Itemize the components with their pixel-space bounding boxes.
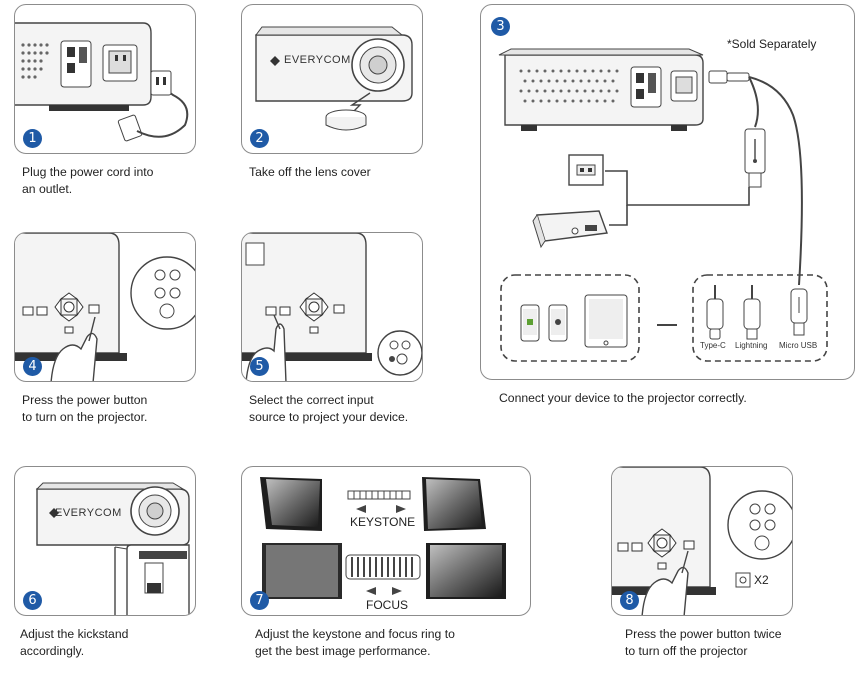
brand-logo-text: EVERYCOM (284, 54, 351, 66)
step-number-badge: 6 (23, 591, 42, 610)
connection-illustration (498, 48, 828, 362)
cable-label-lightning: Lightning (735, 341, 768, 350)
keystone-label: KEYSTONE (350, 515, 416, 529)
step-number-badge: 4 (23, 357, 42, 376)
press-count-label: X2 (754, 573, 769, 587)
power-off-illustration (612, 467, 792, 615)
focus-label: FOCUS (366, 598, 408, 612)
step-8-caption: Press the power button twice to turn off… (625, 627, 782, 658)
step-7-panel: KEYSTONE FOCUS 7 (241, 466, 531, 616)
kickstand-illustration (35, 482, 190, 615)
step-2-caption: Take off the lens cover (249, 165, 371, 179)
step-1-panel: 1 (14, 4, 196, 154)
input-source-illustration (242, 233, 422, 381)
sold-separately-note: *Sold Separately (727, 37, 817, 51)
step-7-caption: Adjust the keystone and focus ring to ge… (255, 627, 455, 658)
step-6-panel: EVERYCOM 6 (14, 466, 196, 616)
cable-label-type-c: Type-C (700, 341, 726, 350)
brand-logo-text: EVERYCOM (55, 507, 122, 519)
lens-cover-illustration (255, 26, 413, 131)
step-number-badge: 7 (250, 591, 269, 610)
step-5-panel: 5 (241, 232, 423, 382)
power-cord-illustration (15, 22, 189, 142)
step-3-caption: Connect your device to the projector cor… (499, 391, 747, 405)
step-number-badge: 3 (491, 17, 510, 36)
step-number-badge: 2 (250, 129, 269, 148)
step-number-badge: 1 (23, 129, 42, 148)
power-on-illustration (15, 233, 195, 381)
step-3-panel: 3 *Sold Separately Type-C Lightning Micr… (480, 4, 855, 380)
step-4-caption: Press the power button to turn on the pr… (22, 393, 148, 424)
keystone-focus-illustration (260, 477, 506, 599)
step-8-panel: X2 8 (611, 466, 793, 616)
step-1-caption: Plug the power cord into an outlet. (22, 165, 154, 196)
step-2-panel: EVERYCOM 2 (241, 4, 423, 154)
cable-label-micro-usb: Micro USB (779, 341, 818, 350)
step-4-panel: 4 (14, 232, 196, 382)
step-number-badge: 5 (250, 357, 269, 376)
step-number-badge: 8 (620, 591, 639, 610)
step-6-caption: Adjust the kickstand accordingly. (20, 627, 129, 658)
step-5-caption: Select the correct input source to proje… (249, 393, 409, 424)
